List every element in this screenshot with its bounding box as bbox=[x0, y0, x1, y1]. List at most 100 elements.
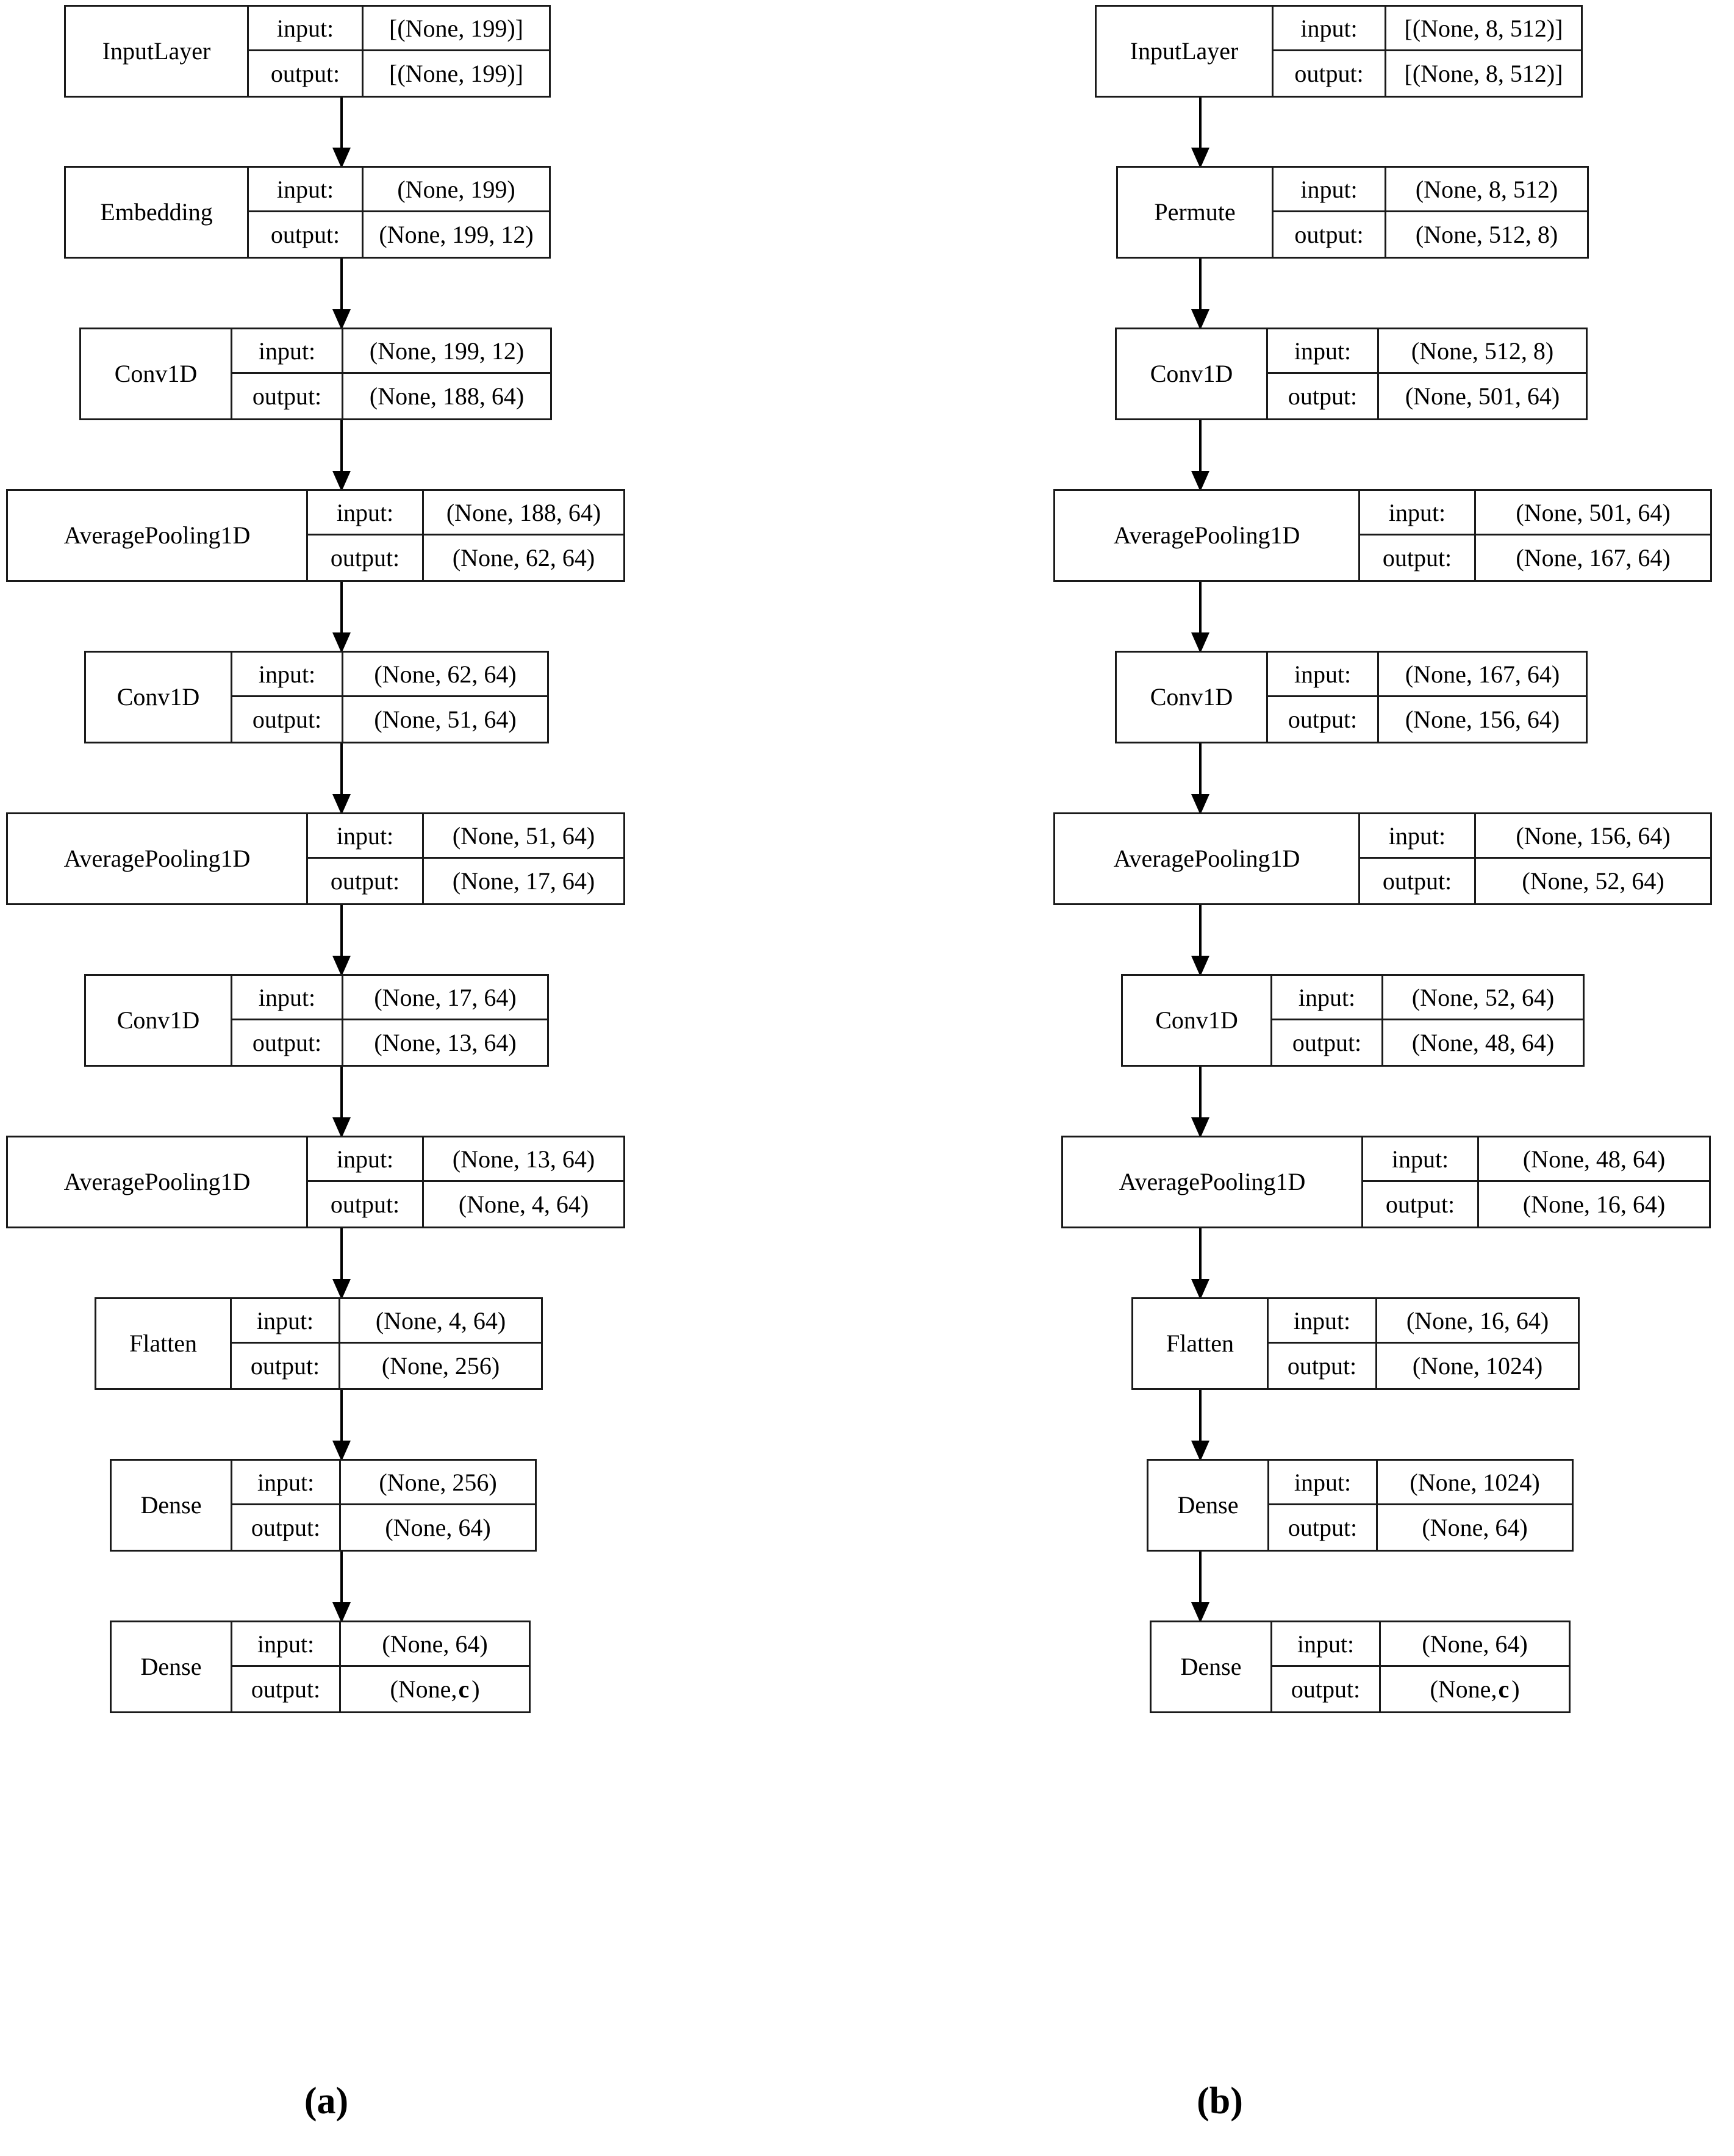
layer-io-table: input:(None, 17, 64)output:(None, 13, 64… bbox=[232, 976, 547, 1065]
layer-output-label: output: bbox=[1268, 697, 1379, 742]
connector-edge bbox=[1199, 259, 1202, 310]
layer-io-table: input:(None, 13, 64)output:(None, 4, 64) bbox=[308, 1137, 623, 1227]
layer-io-table: input:[(None, 199)]output:[(None, 199)] bbox=[249, 7, 549, 96]
layer-input-shape: (None, 8, 512) bbox=[1415, 175, 1558, 203]
layer-input-label: input: bbox=[1274, 168, 1386, 210]
layer-output-shape: [(None, 199)] bbox=[389, 60, 523, 87]
connector-edge bbox=[340, 743, 343, 795]
connector-edge bbox=[1199, 1390, 1202, 1442]
layer-input-row: input:(None, 64) bbox=[232, 1622, 529, 1667]
layer-output-row: output:(None, 17, 64) bbox=[308, 859, 623, 903]
layer-input-shape: (None, 16, 64) bbox=[1406, 1306, 1549, 1334]
layer-input-shape: (None, 1024) bbox=[1410, 1468, 1540, 1496]
layer-input-label: input: bbox=[1272, 1622, 1381, 1665]
layer-output-label: output: bbox=[232, 697, 343, 742]
class-count-symbol: c bbox=[458, 1675, 470, 1703]
layer-output-label: output: bbox=[1360, 859, 1476, 903]
layer-output-label: output: bbox=[308, 535, 424, 580]
layer-name: Conv1D bbox=[86, 976, 232, 1065]
layer-input-shape: (None, 199) bbox=[397, 175, 515, 203]
layer-name: AveragePooling1D bbox=[8, 491, 308, 580]
layer-output-shape: (None, 13, 64) bbox=[374, 1029, 517, 1056]
layer-output-row: output:[(None, 8, 512)] bbox=[1274, 51, 1581, 96]
panel-b-caption: (b) bbox=[1197, 2080, 1243, 2122]
layer-name: Dense bbox=[112, 1622, 232, 1711]
layer-name: InputLayer bbox=[66, 7, 249, 96]
layer-name: Flatten bbox=[1133, 1299, 1269, 1388]
connector-arrowhead bbox=[332, 471, 351, 492]
layer-name: AveragePooling1D bbox=[1063, 1137, 1363, 1227]
layer-input-row: input:(None, 188, 64) bbox=[308, 491, 623, 535]
layer-output-row: output:(None, 51, 64) bbox=[232, 697, 547, 742]
connector-arrowhead bbox=[1191, 632, 1209, 653]
layer-io-table: input:(None, 64)output:(None, c ) bbox=[232, 1622, 529, 1711]
layer-input-row: input:(None, 256) bbox=[232, 1461, 535, 1505]
layer-io-table: input:(None, 1024)output:(None, 64) bbox=[1269, 1461, 1572, 1550]
layer-io-table: input:(None, 199, 12)output:(None, 188, … bbox=[232, 329, 550, 418]
layer-name: AveragePooling1D bbox=[8, 1137, 308, 1227]
layer-input-shape: (None, 188, 64) bbox=[446, 498, 601, 526]
layer-name: Conv1D bbox=[1117, 653, 1268, 742]
layer-output-shape: (None, 64) bbox=[385, 1514, 491, 1541]
layer-io-table: input:(None, 188, 64)output:(None, 62, 6… bbox=[308, 491, 623, 580]
layer-output-label: output: bbox=[232, 1667, 341, 1711]
layer-input-shape: (None, 4, 64) bbox=[375, 1306, 506, 1334]
layer-output-row: output:(None, c ) bbox=[1272, 1667, 1569, 1711]
layer-input-shape: (None, 64) bbox=[382, 1630, 488, 1658]
layer-input-row: input:(None, 199) bbox=[249, 168, 549, 212]
layer-io-table: input:(None, 156, 64)output: (None, 52, 6… bbox=[1360, 814, 1710, 903]
connector-edge bbox=[340, 905, 343, 957]
layer-input-row: input:(None, 512, 8) bbox=[1268, 329, 1586, 374]
layer-input-label: input: bbox=[1363, 1137, 1479, 1180]
layer-output-label: output: bbox=[232, 1344, 340, 1388]
layer-output-row: output: (None, 52, 64) bbox=[1360, 859, 1710, 903]
layer-io-table: input:(None, 256)output: (None, 64) bbox=[232, 1461, 535, 1550]
layer-io-table: input:(None, 4, 64)output: (None, 256) bbox=[232, 1299, 541, 1388]
layer-name: Flatten bbox=[96, 1299, 232, 1388]
layer-output-label: output: bbox=[232, 1505, 341, 1550]
layer-input-shape: (None, 62, 64) bbox=[374, 660, 517, 688]
layer-output-label: output: bbox=[1268, 374, 1379, 418]
layer-output-row: output:(None, 1024) bbox=[1269, 1344, 1578, 1388]
layer-output-label: output: bbox=[232, 1020, 343, 1065]
layer-input-label: input: bbox=[308, 1137, 424, 1180]
layer-output-label: output: bbox=[1274, 51, 1386, 96]
connector-edge bbox=[340, 420, 343, 472]
layer-io-table: input:[(None, 8, 512)]output:[(None, 8, … bbox=[1274, 7, 1581, 96]
layer-input-label: input: bbox=[1272, 976, 1383, 1019]
connector-arrowhead bbox=[332, 632, 351, 653]
layer-output-shape: (None, 501, 64) bbox=[1405, 382, 1560, 410]
layer-output-label: output: bbox=[232, 374, 343, 418]
connector-edge bbox=[340, 1390, 343, 1442]
layer-output-shape: (None, c ) bbox=[1430, 1675, 1520, 1703]
layer-output-shape: (None, 256) bbox=[381, 1352, 500, 1380]
layer-input-label: input: bbox=[1360, 491, 1476, 534]
layer-input-shape: (None, 64) bbox=[1422, 1630, 1528, 1658]
connector-arrowhead bbox=[1191, 309, 1209, 330]
connector-arrowhead bbox=[1191, 471, 1209, 492]
layer-io-table: input:(None, 51, 64)output:(None, 17, 64… bbox=[308, 814, 623, 903]
layer-name: AveragePooling1D bbox=[8, 814, 308, 903]
layer-output-label: output: bbox=[1274, 212, 1386, 257]
connector-arrowhead bbox=[1191, 1441, 1209, 1461]
layer-input-row: input:(None, 156, 64) bbox=[1360, 814, 1710, 859]
layer-output-label: output: bbox=[1269, 1505, 1378, 1550]
layer-output-shape: (None, 52, 64) bbox=[1522, 867, 1664, 895]
layer-input-row: input:(None, 4, 64) bbox=[232, 1299, 541, 1344]
layer-name: AveragePooling1D bbox=[1055, 491, 1360, 580]
layer-output-row: output:(None, c ) bbox=[232, 1667, 529, 1711]
layer-input-row: input: (None, 64) bbox=[1272, 1622, 1569, 1667]
connector-arrowhead bbox=[332, 956, 351, 976]
layer-output-row: output: (None, 64) bbox=[232, 1505, 535, 1550]
layer-input-row: input:(None, 1024) bbox=[1269, 1461, 1572, 1505]
layer-output-row: output:(None, 167, 64) bbox=[1360, 535, 1710, 580]
